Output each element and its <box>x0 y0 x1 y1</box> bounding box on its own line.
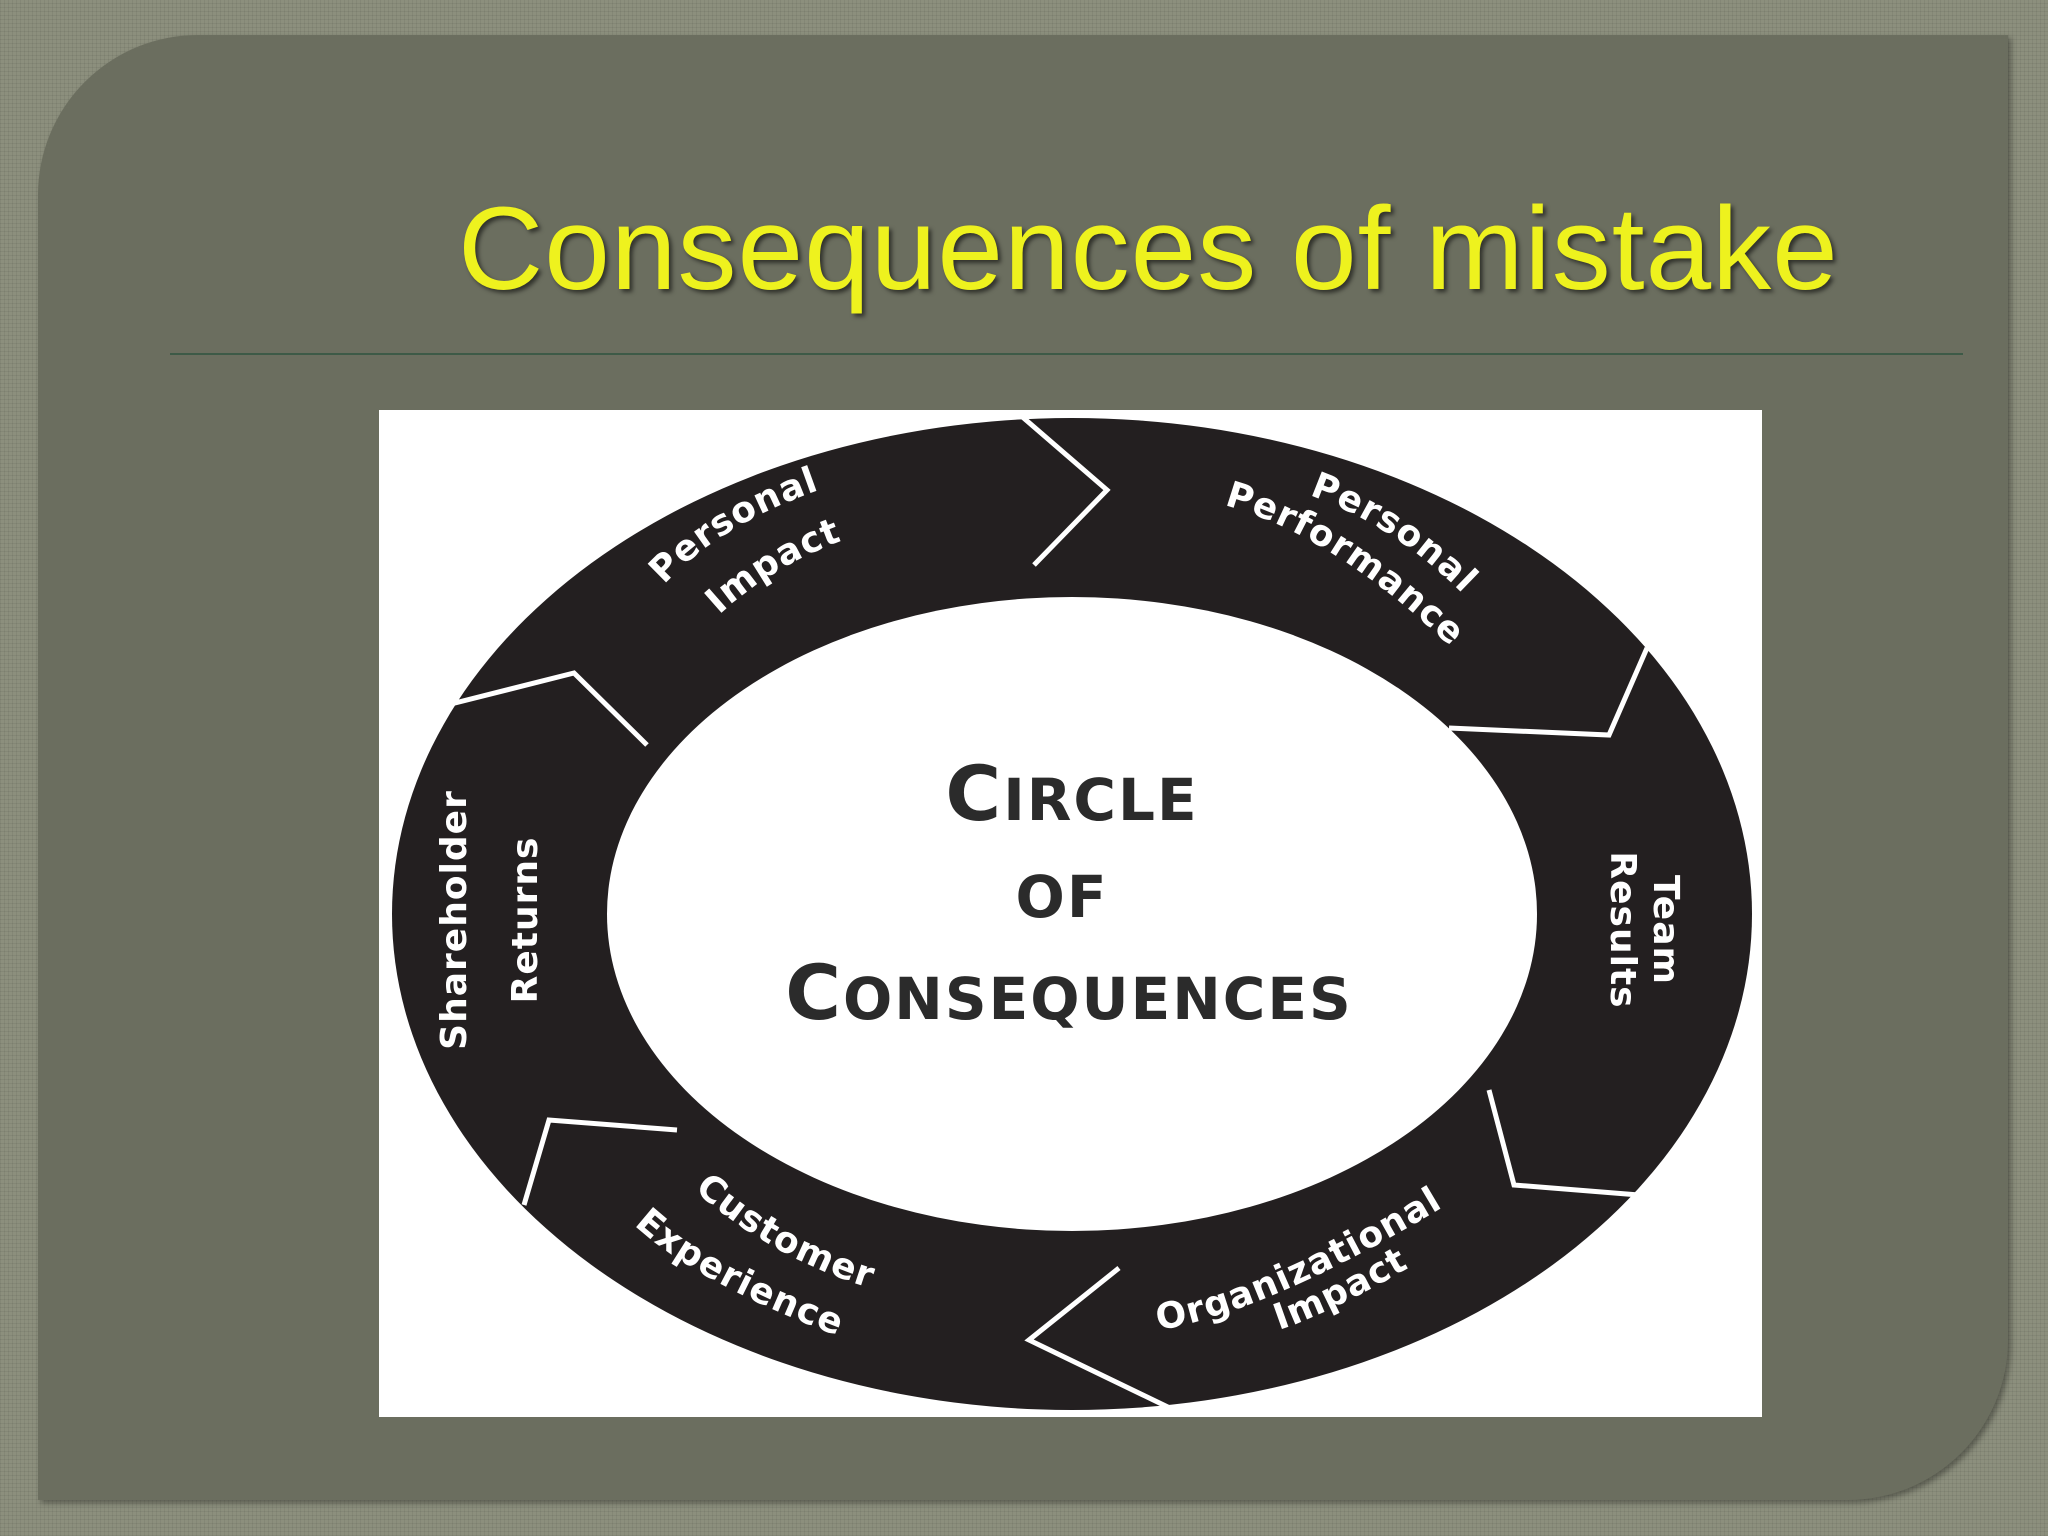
circle-of-consequences-diagram: Personal Impact Personal Performance Tea… <box>379 410 1762 1417</box>
slide-panel: Consequences of mistake <box>38 35 2008 1500</box>
segment-label: Results <box>1602 851 1643 1008</box>
diagram-svg: Personal Impact Personal Performance Tea… <box>392 412 1752 1413</box>
center-line-2: OF <box>1016 863 1109 931</box>
ring-inner <box>607 597 1537 1231</box>
slide-title: Consequences of mistake <box>458 183 1839 315</box>
center-line-3: CONSEQUENCES <box>785 948 1353 1037</box>
center-line-1: CIRCLE <box>945 749 1198 838</box>
segment-team-results: Team Results <box>1602 851 1686 1008</box>
segment-separators <box>446 412 1650 1413</box>
title-divider <box>170 353 1963 355</box>
segment-shareholder-returns: Shareholder Returns <box>434 790 546 1050</box>
segment-label: Team <box>1645 875 1686 985</box>
segment-label: Shareholder <box>434 790 475 1050</box>
center-title: CIRCLE OF CONSEQUENCES <box>785 749 1353 1037</box>
segment-label: Returns <box>505 837 546 1004</box>
